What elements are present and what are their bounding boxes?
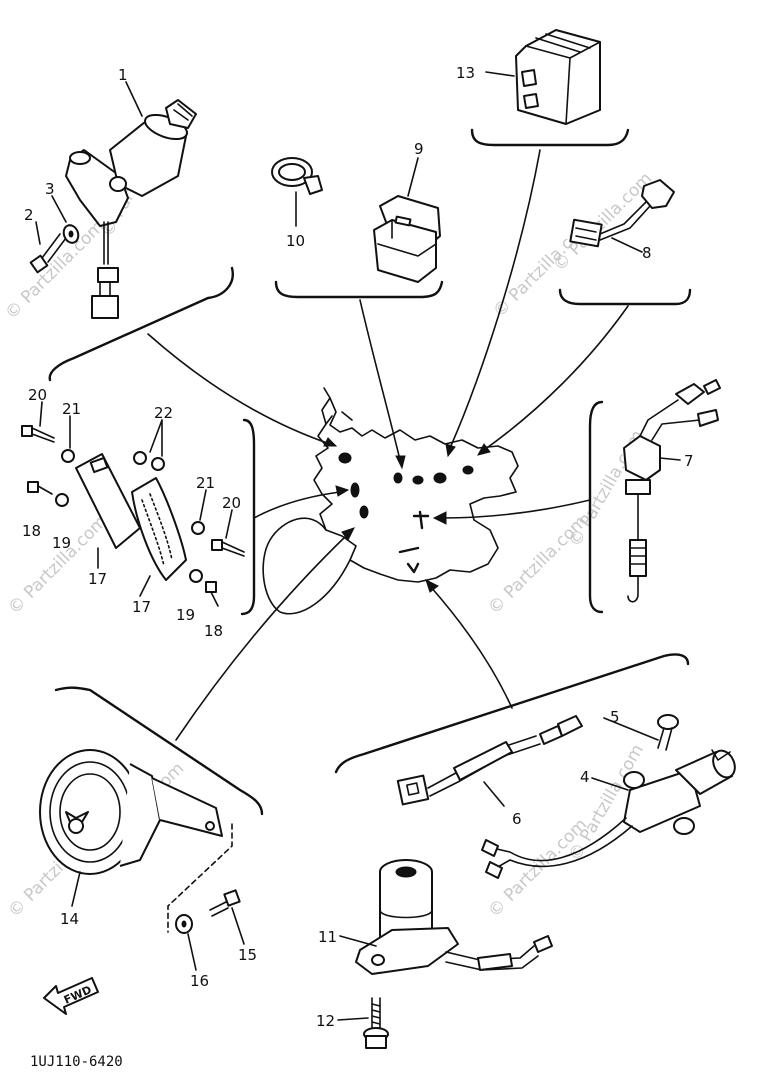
regulator-part — [515, 29, 601, 125]
washer-part — [189, 569, 203, 583]
bolt-part — [29, 233, 67, 274]
callout-number: 20 — [28, 386, 47, 404]
frame-mount-point — [406, 562, 420, 574]
washer-part — [61, 449, 75, 463]
callout-number: 16 — [190, 972, 209, 990]
bolt-part — [363, 997, 389, 1049]
washer-part — [62, 224, 80, 244]
bolt-part — [209, 889, 241, 917]
assembly-dash-line — [167, 823, 233, 933]
callout-leaders — [35, 71, 681, 1021]
callout-labels: 1 2 3 13 9 10 8 7 20 21 22 21 20 18 19 1… — [22, 64, 694, 1030]
callout-number: 11 — [318, 928, 337, 946]
washer-part — [55, 493, 69, 507]
washer-part — [191, 521, 205, 535]
callout-number: 12 — [316, 1012, 335, 1030]
frame-mount-point — [350, 482, 360, 498]
frame-mount-point — [398, 546, 420, 554]
callout-number: 19 — [176, 606, 195, 624]
callout-number: 22 — [154, 404, 173, 422]
wire-lead-part — [396, 715, 583, 806]
frame-mount-point — [412, 475, 424, 485]
callout-number: 10 — [286, 232, 305, 250]
callout-number: 3 — [45, 180, 55, 198]
main-switch-part — [65, 99, 197, 319]
callout-number: 7 — [684, 452, 694, 470]
oil-level-switch-part — [355, 859, 553, 975]
nut-part — [175, 914, 193, 934]
motorcycle-frame-outline — [262, 387, 519, 615]
callout-number: 19 — [52, 534, 71, 552]
screw-part — [657, 714, 679, 751]
connector-part — [569, 179, 675, 248]
leader-arrows — [147, 149, 629, 741]
nut-part — [151, 457, 165, 471]
horn-part — [39, 749, 223, 875]
nut-part — [133, 451, 147, 465]
callout-number: 2 — [24, 206, 34, 224]
bolt-part — [27, 481, 53, 495]
callout-number: 4 — [580, 768, 590, 786]
wire-clamp-part — [271, 157, 323, 195]
diagram-code: 1UJ110-6420 — [30, 1054, 123, 1070]
callout-number: 1 — [118, 66, 128, 84]
frame-mount-point — [359, 505, 369, 519]
solenoid-part — [481, 749, 736, 879]
relay-part — [373, 195, 441, 283]
callout-number: 13 — [456, 64, 475, 82]
forward-arrow-icon: FWD — [43, 977, 99, 1015]
watermark: © Partzilla.com — [4, 512, 111, 619]
frame-mount-point — [433, 472, 447, 484]
callout-number: 15 — [238, 946, 257, 964]
callout-number: 9 — [414, 140, 424, 158]
callout-number: 20 — [222, 494, 241, 512]
reflector-part — [131, 477, 187, 581]
callout-number: 6 — [512, 810, 522, 828]
callout-number: 21 — [62, 400, 81, 418]
callout-number: 5 — [610, 708, 620, 726]
callout-number: 17 — [132, 598, 151, 616]
watermark: © Partzilla.com — [549, 169, 656, 276]
bolt-part — [21, 425, 55, 443]
bolt-part — [211, 539, 245, 557]
frame-mount-point — [412, 510, 430, 530]
callout-number: 18 — [22, 522, 41, 540]
callout-number: 14 — [60, 910, 79, 928]
frame-mount-point — [393, 472, 403, 484]
frame-mount-point — [462, 465, 474, 475]
callout-number: 17 — [88, 570, 107, 588]
switch-part — [623, 379, 721, 603]
group-brackets — [48, 128, 692, 816]
bolt-part — [205, 581, 219, 607]
frame-mount-point — [338, 452, 352, 464]
callout-number: 21 — [196, 474, 215, 492]
callout-number: 18 — [204, 622, 223, 640]
callout-number: 8 — [642, 244, 652, 262]
